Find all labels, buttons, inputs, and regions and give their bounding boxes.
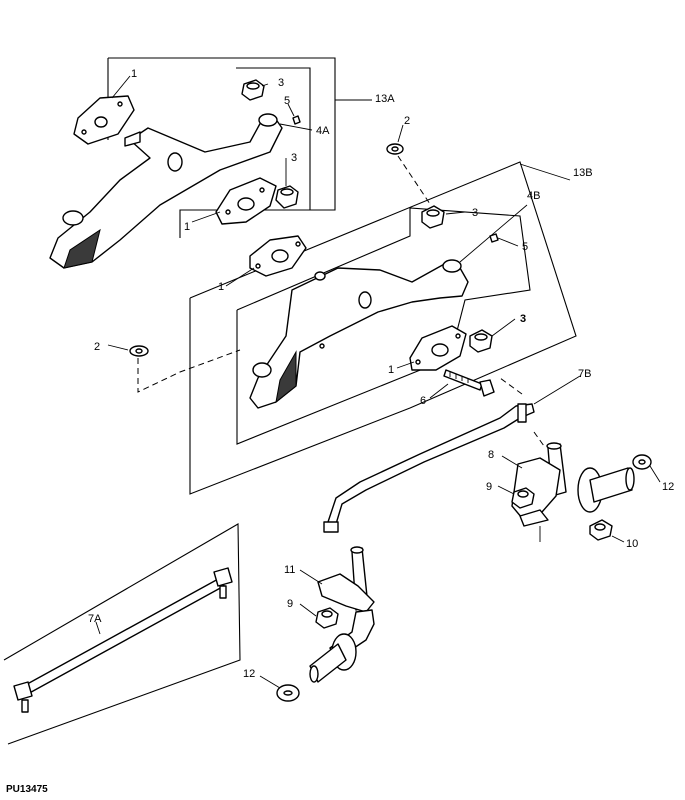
callout-1-top: 1 xyxy=(131,68,137,80)
nut-3-lower xyxy=(275,185,299,209)
callout-4b: 4B xyxy=(527,190,540,202)
assembly-13a-inner-frame xyxy=(236,67,311,210)
steering-arm-4a xyxy=(49,113,283,269)
callout-13b: 13B xyxy=(573,167,593,179)
callout-3-top: 3 xyxy=(278,77,284,89)
figure-id: PU13475 xyxy=(6,784,48,795)
tie-rod-7a-frame xyxy=(3,523,241,745)
steering-arm-4b xyxy=(249,259,469,409)
nut-3-13b-lower xyxy=(469,329,493,353)
washer-2-top xyxy=(386,124,431,205)
callout-6: 6 xyxy=(420,395,426,407)
callout-2-top: 2 xyxy=(404,115,410,127)
callout-7a: 7A xyxy=(88,613,102,625)
washer-12-right xyxy=(632,454,661,483)
nut-9-left xyxy=(299,603,339,629)
nut-10 xyxy=(589,519,625,543)
callout-5-top: 5 xyxy=(284,95,290,107)
tie-rod-7a xyxy=(13,567,233,713)
callout-8: 8 xyxy=(488,449,494,461)
callout-12-right: 12 xyxy=(662,481,674,493)
callout-10: 10 xyxy=(626,538,638,550)
callout-4a: 4A xyxy=(316,125,330,137)
spindle-11 xyxy=(299,546,375,683)
plate-1-13b-upper xyxy=(249,235,307,277)
callout-9-left: 9 xyxy=(287,598,293,610)
pin-5-13b xyxy=(489,233,499,243)
tie-rod-7b xyxy=(323,375,581,533)
callout-3-13b-upper: 3 xyxy=(472,207,478,219)
callout-13a: 13A xyxy=(375,93,395,105)
callout-12-left: 12 xyxy=(243,668,255,680)
callout-1-mid: 1 xyxy=(184,221,190,233)
assembly-13b xyxy=(189,161,577,495)
tie-rod-7a-box xyxy=(3,523,241,745)
callout-3-13b-lower: 3 xyxy=(520,313,526,325)
nut-3-top xyxy=(241,79,265,101)
callouts: 1 3 5 13A 4A 2 3 13B 4B 3 1 5 1 3 2 1 7B… xyxy=(88,68,674,680)
nut-3-13b-upper xyxy=(421,205,445,229)
washer-12-left xyxy=(259,675,300,702)
callout-7b: 7B xyxy=(578,368,591,380)
callout-11: 11 xyxy=(284,564,295,576)
callout-1-13b-upper: 1 xyxy=(218,281,224,293)
callout-3-mid: 3 xyxy=(291,152,297,164)
pin-5-top xyxy=(292,115,301,125)
callout-5-13b: 5 xyxy=(522,241,528,253)
callout-1-13b-lower: 1 xyxy=(388,364,394,376)
nut-9-right xyxy=(497,485,535,509)
bolt-6 xyxy=(443,369,495,397)
assembly-13b-outer-frame xyxy=(189,161,577,495)
callout-9-right: 9 xyxy=(486,481,492,493)
plate-1-mid xyxy=(215,177,277,225)
plate-1-top xyxy=(73,95,135,145)
plate-1-13b-lower xyxy=(409,325,467,371)
assembly-13a xyxy=(49,57,372,269)
callout-2-left: 2 xyxy=(94,341,100,353)
assembly-13b-inner-frame xyxy=(236,207,531,445)
washer-2-left xyxy=(107,344,241,393)
